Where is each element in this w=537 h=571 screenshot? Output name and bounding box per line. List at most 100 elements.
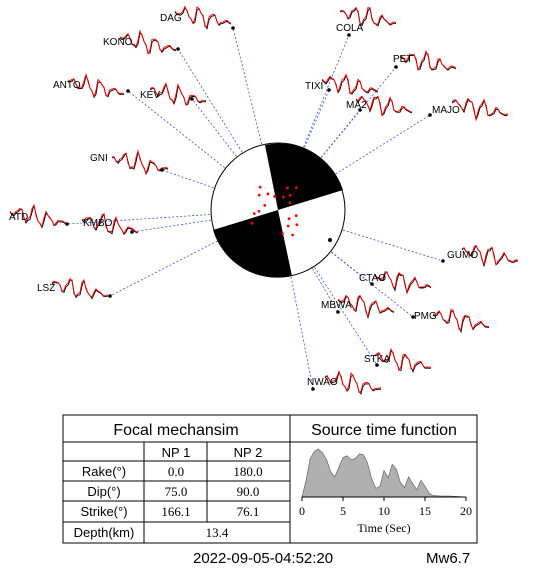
event-magnitude: Mw6.7: [426, 550, 470, 567]
waveform-pair: [411, 308, 490, 334]
stf-tick-label: 5: [340, 504, 346, 518]
piercing-point: [281, 195, 285, 199]
p-axis-dot: [328, 238, 332, 242]
stf-tick-label: 20: [460, 504, 472, 518]
dip-label: Dip(°): [87, 484, 120, 499]
waveform-pair: [9, 203, 69, 229]
parameter-table: [62, 414, 478, 544]
synthetic-trace: [149, 82, 207, 107]
station-dot: [130, 230, 134, 234]
observed-trace: [51, 278, 109, 300]
ray-path: [232, 27, 279, 211]
station-dot: [370, 282, 374, 286]
piercing-point: [288, 201, 292, 205]
synthetic-trace: [321, 73, 379, 95]
waveform-pair: [339, 6, 397, 37]
piercing-point: [286, 186, 289, 190]
station-dot: [176, 47, 180, 51]
waveform-pair: [149, 82, 207, 107]
waveforms: [9, 5, 519, 395]
observed-trace: [399, 52, 457, 71]
waveform-pair: [355, 95, 413, 118]
ray-path: [177, 48, 279, 211]
station-label: MAJO: [432, 105, 460, 116]
np1-header: NP 1: [162, 445, 191, 460]
piercing-point: [250, 221, 254, 225]
piercing-point: [257, 209, 261, 213]
station-label: STKA: [364, 354, 390, 365]
rake-np2: 180.0: [233, 464, 262, 479]
synthetic-trace: [67, 72, 125, 99]
strike-np1: 166.1: [161, 504, 190, 519]
station-label: DAG: [160, 13, 182, 24]
station-label: GUMO: [447, 250, 478, 261]
waveform-pair: [370, 271, 432, 295]
rake-np1: 0.0: [168, 464, 184, 479]
station-label: ATD: [9, 212, 28, 223]
station-label: GNI: [90, 153, 108, 164]
piercing-point: [252, 212, 256, 216]
station-dot: [160, 168, 164, 172]
station-label: MA2: [346, 100, 367, 111]
station-label: PMG: [414, 311, 437, 322]
station-label: KONO: [103, 37, 133, 48]
piercing-point: [291, 233, 295, 237]
station-dot: [347, 33, 351, 37]
dip-np1: 75.0: [165, 484, 188, 499]
synthetic-trace: [337, 294, 395, 318]
observed-trace: [111, 150, 169, 176]
synthetic-trace: [51, 277, 109, 299]
ray-path: [66, 209, 279, 225]
piercing-point: [295, 223, 299, 227]
synthetic-trace: [374, 347, 432, 372]
np2-header: NP 2: [234, 445, 263, 460]
station-label: COLA: [336, 23, 364, 34]
stf-area: [301, 448, 467, 498]
station-dot: [311, 387, 315, 391]
synthetic-trace: [451, 97, 509, 121]
station-dot: [327, 88, 331, 92]
ray-path: [109, 209, 279, 297]
synthetic-trace: [432, 308, 490, 330]
station-dot: [190, 97, 194, 101]
strike-np2: 76.1: [237, 504, 260, 519]
station-dot: [428, 113, 432, 117]
station-dot: [65, 222, 69, 226]
waveform-pair: [336, 294, 395, 320]
station-label: KEV: [140, 90, 160, 101]
station-dot: [394, 65, 398, 69]
station-label: NWAO: [307, 377, 338, 388]
piercing-point: [266, 192, 270, 196]
t-axis-dot: [306, 152, 310, 156]
waveform-pair: [441, 244, 519, 267]
synthetic-trace: [119, 29, 177, 55]
waveform-pair: [174, 5, 235, 30]
ray-path: [277, 209, 378, 366]
beachball: [210, 142, 346, 278]
station-label: CTAO: [359, 273, 386, 284]
piercing-point: [257, 193, 261, 197]
waveform-pair: [428, 97, 509, 122]
stf-title: Source time function: [311, 422, 457, 439]
synthetic-trace: [9, 203, 67, 228]
stf-tick-label: 10: [378, 504, 390, 518]
stf-xlabel: Time (Sec): [357, 521, 410, 535]
station-dot: [231, 26, 235, 30]
piercing-point: [287, 217, 291, 221]
piercing-point: [288, 193, 292, 197]
focal-title: Focal mechansim: [113, 422, 238, 439]
waveform-pair: [51, 277, 112, 300]
rake-label: Rake(°): [82, 464, 126, 479]
station-dot: [441, 259, 445, 263]
depth-label: Depth(km): [74, 525, 135, 540]
station-dot: [358, 108, 362, 112]
piercing-point: [294, 214, 298, 218]
waveform-pair: [81, 212, 139, 236]
station-label: LSZ: [37, 283, 55, 294]
synthetic-trace: [399, 49, 457, 72]
observed-trace: [461, 244, 519, 267]
observed-trace: [451, 98, 509, 122]
piercing-point: [263, 204, 267, 207]
table-text: Focal mechansim Source time function NP …: [74, 422, 457, 540]
